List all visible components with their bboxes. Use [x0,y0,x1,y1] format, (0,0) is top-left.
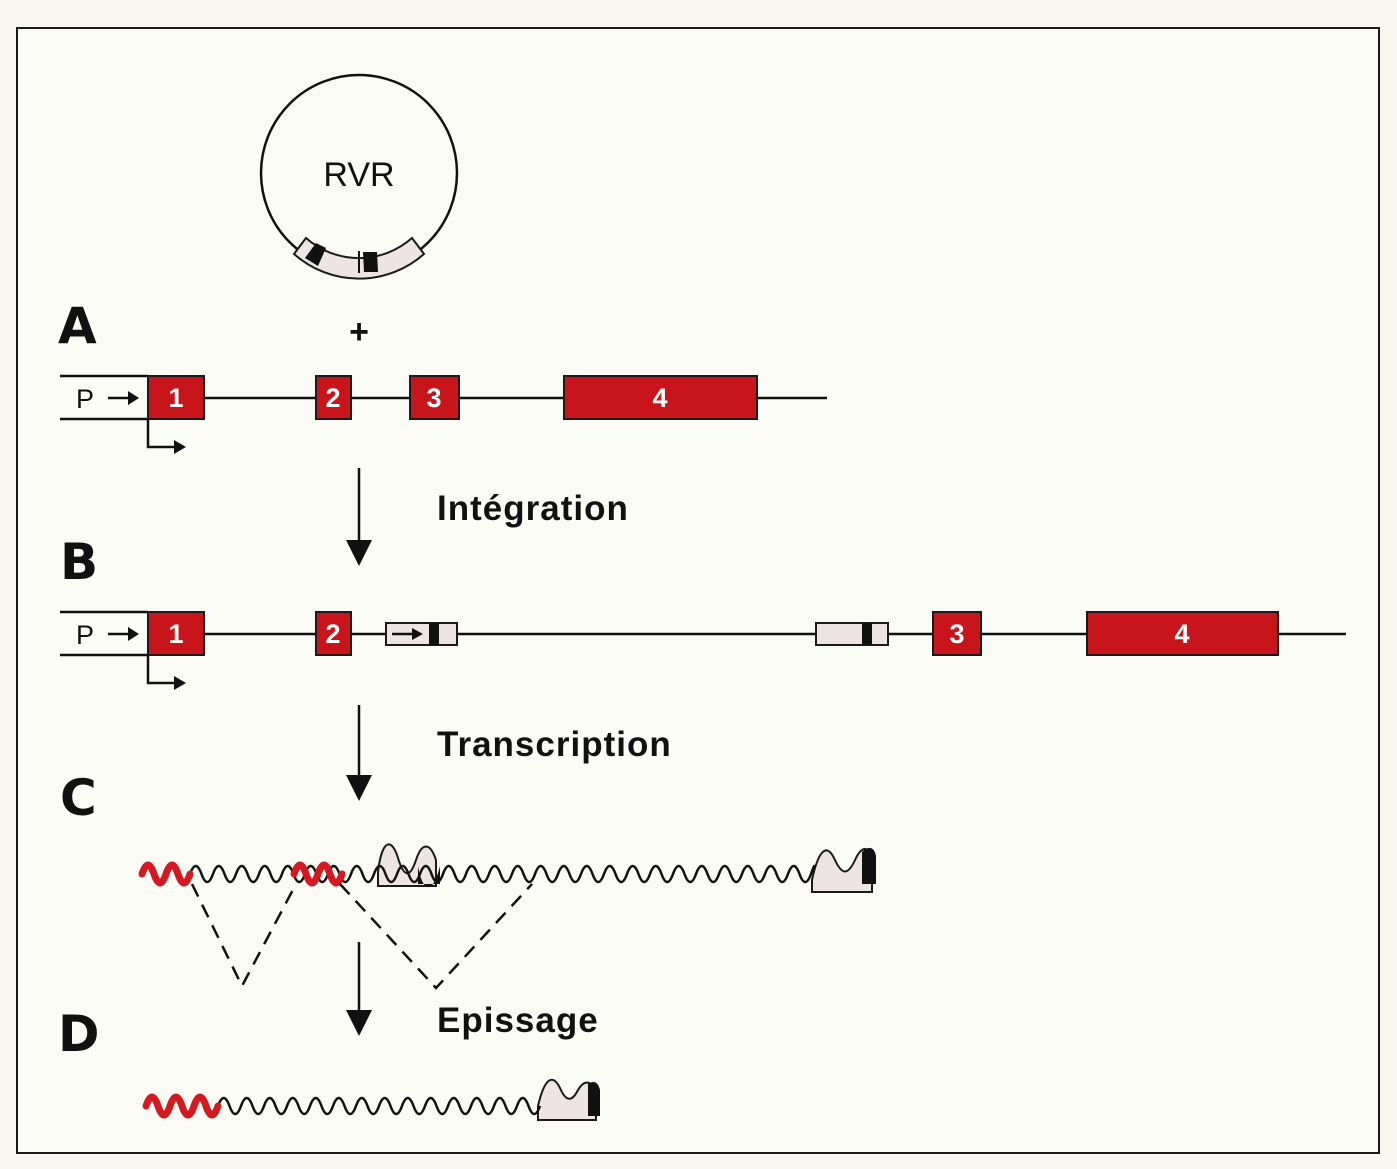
ltr-5prime-arrow-head [412,628,423,640]
exon-a-3 [409,375,460,420]
exon-b-3 [932,611,982,656]
exon-b-1-label: 1 [168,619,183,649]
promoter-label: P [76,384,94,414]
exon-a-2-label: 2 [325,383,340,413]
step-integration: Intégration [437,489,629,528]
exon-b-2 [315,611,352,656]
step-transcription: Transcription [437,725,672,764]
promoter-arrow-head-b [128,627,139,641]
exon-b-4 [1086,611,1279,656]
plus-sign: + [349,313,369,351]
exon-b-1 [147,611,205,656]
tss-arrow-a [146,419,176,449]
exon-b-3-label: 3 [949,619,964,649]
spliced-transcript [142,1078,600,1121]
arrow-splicing-head [346,1010,372,1036]
panel-letter-a: A [58,297,97,355]
exon-a-1-label: 1 [168,383,183,413]
arrow-integration-head [346,540,372,566]
panel-letter-b: B [60,533,98,591]
genome-a: P 1 2 3 4 [60,374,827,454]
figure-frame [16,27,1380,1154]
spliced-ltr-3prime-band [588,1082,600,1116]
plasmid-rvr: RVR [259,73,459,280]
tss-arrow-b [146,655,176,685]
splice-dash-intron-1 [190,883,298,989]
exon-a-4 [563,375,758,420]
exon-a-4-label: 4 [652,383,667,413]
spliced-backbone [216,1096,542,1116]
step-splicing: Epissage [437,1001,599,1040]
promoter-label-b: P [76,620,94,650]
exon-b-4-label: 4 [1174,619,1189,649]
exon-b-2-label: 2 [325,619,340,649]
genome-b: P 1 2 3 4 [60,610,1346,690]
transcript-ltr-3prime-band [862,847,876,884]
arrow-transcription-head [346,775,372,801]
splice-dash-intron-2 [339,883,533,990]
tss-arrow-a-head [174,440,186,454]
tss-arrow-b-head [174,676,186,690]
ltr-3prime [815,622,889,646]
exon-a-1 [147,375,205,420]
panel-letter-d: D [58,1005,100,1063]
plasmid-label: RVR [323,156,394,194]
promoter-arrow-head [128,391,139,405]
transcript-exon-2 [290,861,346,887]
plasmid-ltr-band-left [305,243,326,266]
exon-a-3-label: 3 [426,383,441,413]
transcript-exon-1 [138,861,194,887]
exon-a-2 [315,375,352,420]
plasmid-ltr-band-right [363,252,378,272]
panel-letter-c: C [60,769,97,827]
ltr-5prime-band [429,623,439,645]
primary-transcript [138,843,876,990]
spliced-exon [142,1093,222,1119]
ltr-3prime-band [862,623,872,645]
